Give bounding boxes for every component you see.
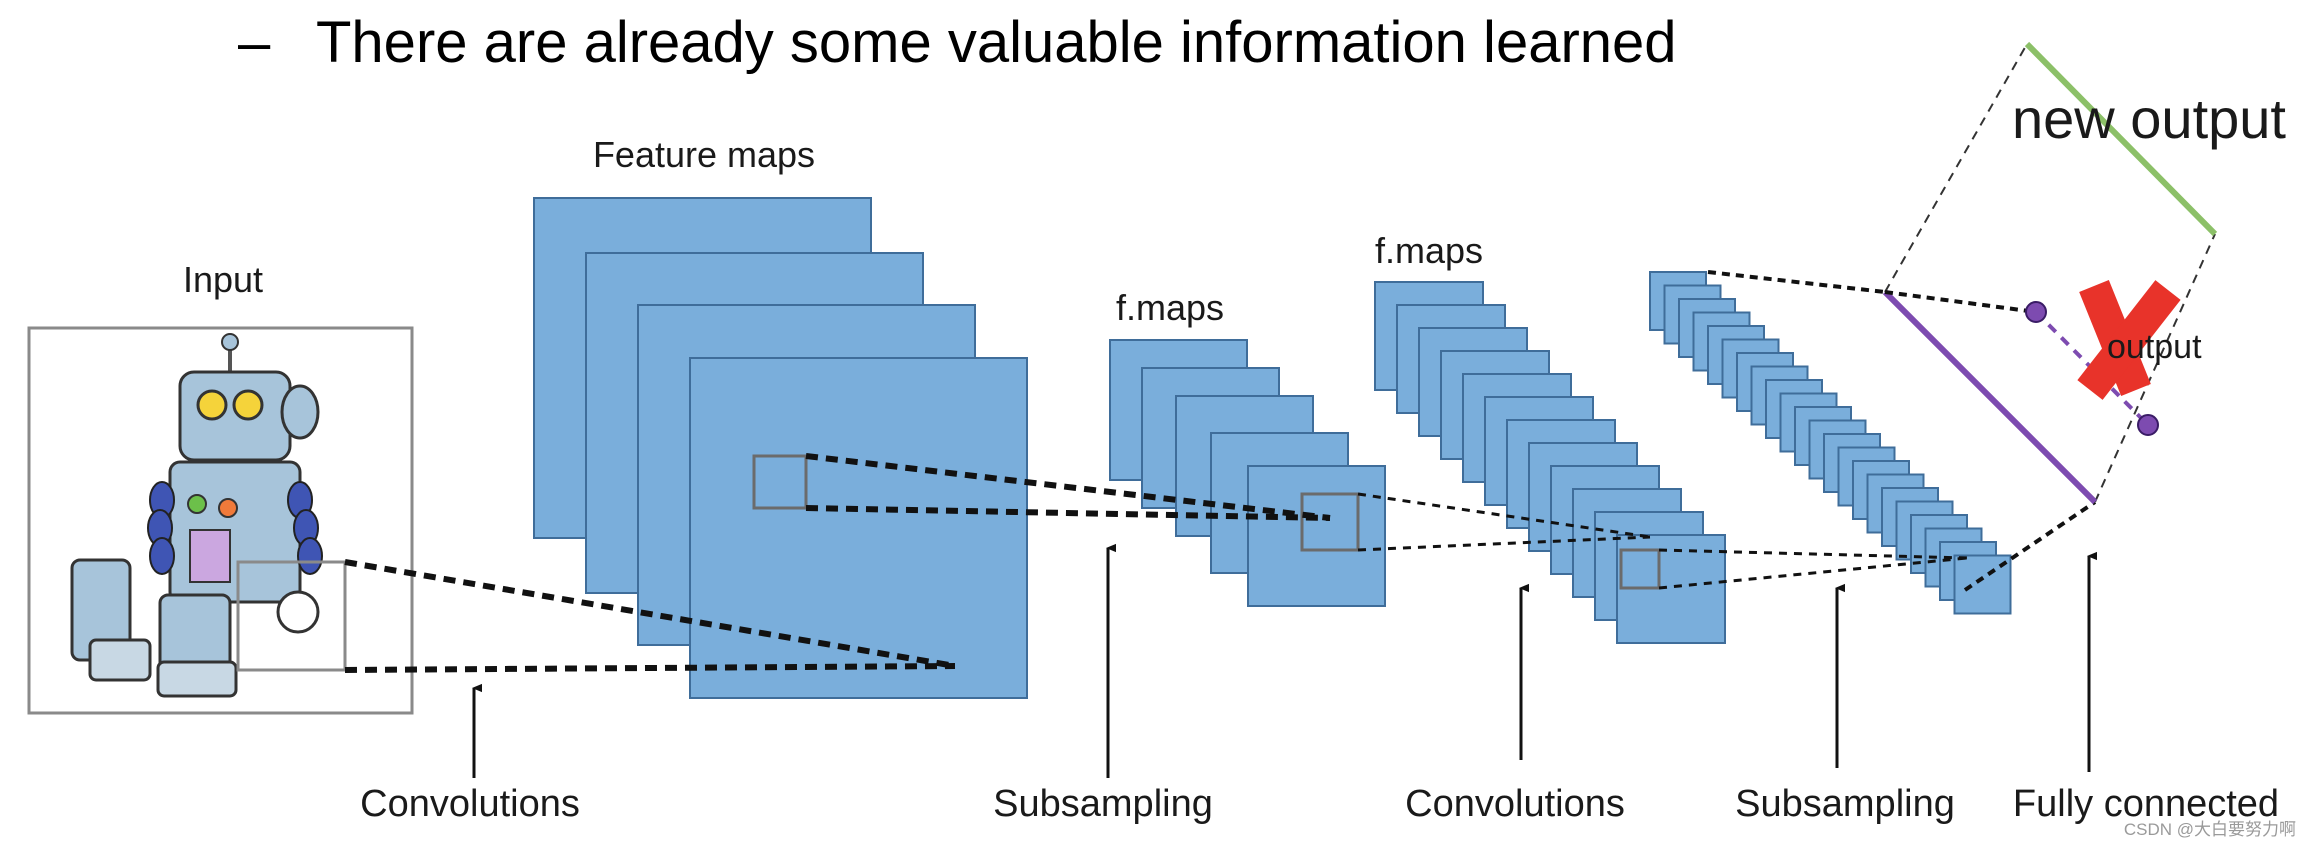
label-subsampling-2: Subsampling: [1735, 783, 1955, 825]
fmaps-stack-1: [1109, 339, 1386, 607]
label-fmaps-1: f.maps: [1116, 287, 1224, 328]
label-convolutions-1: Convolutions: [360, 783, 580, 825]
cross-mark: [2077, 280, 2181, 400]
watermark: CSDN @大白要努力啊: [2123, 820, 2296, 839]
fmaps-patch-1: [1300, 492, 1360, 552]
projection-line: [2094, 233, 2216, 503]
input-panel: [27, 326, 414, 715]
fmaps-patch-2: [1619, 548, 1661, 590]
fc-line: [1884, 290, 2037, 314]
label-new-output: new output: [2012, 87, 2286, 150]
output-node: [2025, 301, 2047, 323]
new-output-layer: [2024, 41, 2218, 237]
bullet-dash: –: [238, 10, 271, 75]
input-receptive-field: [236, 560, 347, 672]
label-feature-maps: Feature maps: [593, 134, 815, 175]
fmaps-stack-2: [1374, 281, 1726, 644]
output-section: [1882, 41, 2218, 505]
projection-line: [1884, 43, 2028, 293]
feature-maps-stack: [533, 197, 1028, 699]
label-fully-connected: Fully connected: [2013, 783, 2279, 825]
output-node: [2137, 414, 2159, 436]
label-output: output: [2107, 328, 2202, 366]
bullet-text: There are already some valuable informat…: [316, 10, 1677, 75]
old-output-layer: [1882, 289, 2098, 505]
stage-arrows: [474, 548, 2089, 778]
robot-image: [70, 333, 323, 698]
feature-map: [689, 357, 1028, 699]
label-convolutions-2: Convolutions: [1405, 783, 1625, 825]
label-input: Input: [183, 259, 263, 300]
label-subsampling-1: Subsampling: [993, 783, 1213, 825]
label-fmaps-2: f.maps: [1375, 230, 1483, 271]
bullet-line: –There are already some valuable informa…: [238, 8, 1677, 78]
feature-map-patch: [752, 454, 808, 510]
subsampled-map: [1247, 465, 1386, 607]
connection-lines: [344, 270, 2097, 673]
